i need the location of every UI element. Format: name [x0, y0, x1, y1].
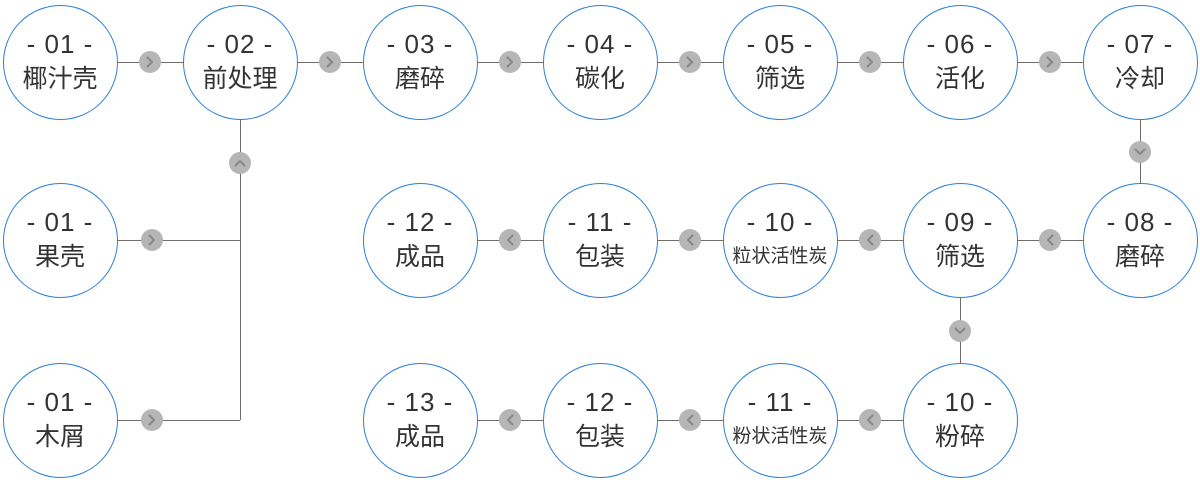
step-number: - 02 - — [206, 29, 274, 59]
step-number: - 10 - — [926, 387, 994, 417]
step-label: 包装 — [574, 243, 625, 271]
step-number: - 09 - — [926, 207, 994, 237]
chevron-down-icon — [1129, 141, 1151, 163]
step-label: 磨碎 — [394, 65, 445, 93]
node-screening-05: - 05 - 筛选 — [722, 4, 838, 120]
step-label: 成品 — [394, 243, 445, 271]
step-label: 前处理 — [202, 65, 278, 93]
chevron-right-icon — [139, 51, 161, 73]
chevron-right-icon — [141, 229, 163, 251]
node-sawdust: - 01 - 木屑 — [2, 362, 118, 478]
node-cooling: - 07 - 冷却 — [1082, 4, 1198, 120]
step-number: - 11 - — [567, 207, 633, 237]
node-finished-product-13: - 13 - 成品 — [362, 362, 478, 478]
step-number: - 04 - — [566, 29, 634, 59]
connector-line — [117, 419, 240, 421]
step-label: 成品 — [394, 423, 445, 451]
node-pretreatment: - 02 - 前处理 — [182, 4, 298, 120]
step-number: - 12 - — [386, 207, 454, 237]
node-finished-product-12: - 12 - 成品 — [362, 182, 478, 298]
chevron-left-icon — [499, 229, 521, 251]
connector-line — [117, 239, 240, 241]
step-number: - 11 - — [747, 387, 813, 417]
step-number: - 06 - — [926, 29, 994, 59]
node-carbonization: - 04 - 碳化 — [542, 4, 658, 120]
step-number: - 07 - — [1106, 29, 1174, 59]
step-label: 果壳 — [34, 243, 85, 271]
node-pulverizing: - 10 - 粉碎 — [902, 362, 1018, 478]
chevron-left-icon — [499, 409, 521, 431]
step-label: 椰汁壳 — [22, 65, 98, 93]
chevron-left-icon — [859, 229, 881, 251]
chevron-right-icon — [859, 51, 881, 73]
node-fruit-shell: - 01 - 果壳 — [2, 182, 118, 298]
step-label: 筛选 — [934, 243, 985, 271]
step-label: 粉状活性炭 — [732, 426, 828, 447]
node-packaging-11: - 11 - 包装 — [542, 182, 658, 298]
node-screening-09: - 09 - 筛选 — [902, 182, 1018, 298]
chevron-left-icon — [1039, 229, 1061, 251]
step-number: - 08 - — [1106, 207, 1174, 237]
chevron-up-icon — [229, 152, 251, 174]
step-label: 磨碎 — [1114, 243, 1165, 271]
step-number: - 05 - — [746, 29, 814, 59]
node-activation: - 06 - 活化 — [902, 4, 1018, 120]
chevron-right-icon — [319, 51, 341, 73]
step-label: 木屑 — [34, 423, 85, 451]
step-number: - 01 - — [26, 387, 94, 417]
step-number: - 12 - — [566, 387, 634, 417]
chevron-right-icon — [499, 51, 521, 73]
node-grinding-08: - 08 - 磨碎 — [1082, 182, 1198, 298]
step-label: 粒状活性炭 — [732, 246, 828, 267]
step-label: 粉碎 — [934, 423, 985, 451]
step-label: 活化 — [934, 65, 985, 93]
chevron-right-icon — [1039, 51, 1061, 73]
chevron-left-icon — [859, 409, 881, 431]
node-packaging-12: - 12 - 包装 — [542, 362, 658, 478]
node-coconut-shell: - 01 - 椰汁壳 — [2, 4, 118, 120]
step-number: - 13 - — [386, 387, 454, 417]
node-granular-activated-carbon: - 10 - 粒状活性炭 — [722, 182, 838, 298]
step-number: - 01 - — [26, 29, 94, 59]
node-powdered-activated-carbon: - 11 - 粉状活性炭 — [722, 362, 838, 478]
step-label: 冷却 — [1114, 65, 1165, 93]
chevron-right-icon — [141, 409, 163, 431]
step-label: 碳化 — [574, 65, 625, 93]
node-grinding-03: - 03 - 磨碎 — [362, 4, 478, 120]
step-label: 筛选 — [754, 65, 805, 93]
step-label: 包装 — [574, 423, 625, 451]
chevron-right-icon — [679, 51, 701, 73]
connector-line — [239, 119, 241, 420]
step-number: - 10 - — [746, 207, 814, 237]
chevron-down-icon — [949, 320, 971, 342]
step-number: - 01 - — [26, 207, 94, 237]
step-number: - 03 - — [386, 29, 454, 59]
chevron-left-icon — [679, 229, 701, 251]
chevron-left-icon — [679, 409, 701, 431]
